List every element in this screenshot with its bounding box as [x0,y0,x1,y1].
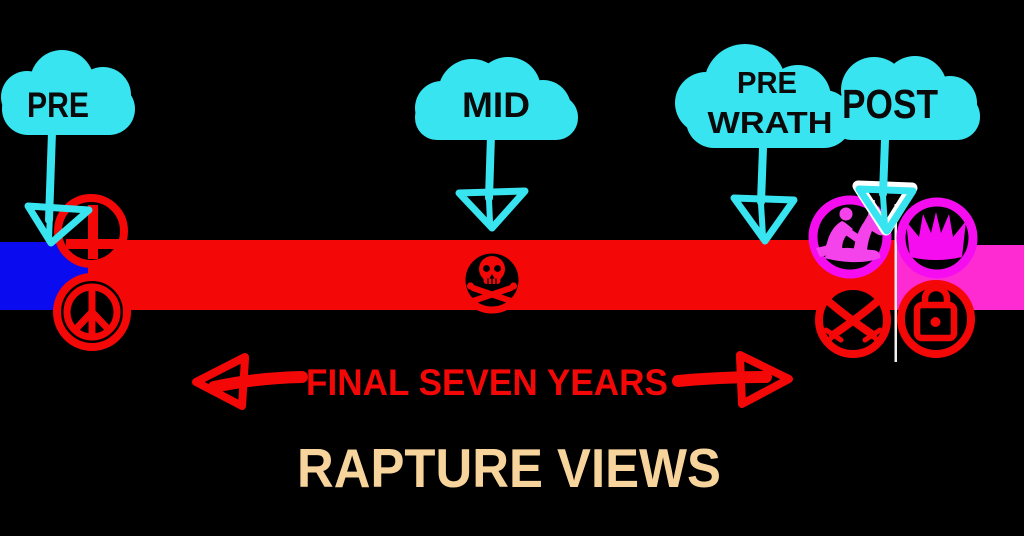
timeline-divider-line [894,204,897,362]
crossed-swords-icon [815,282,891,358]
pre-cloud [1,50,135,135]
skull-crossbones-icon [458,246,526,314]
prewrath-cloud [675,44,852,148]
view-clouds [1,44,980,148]
tribulation-end-icons [815,280,975,358]
post-down-arrow-icon [852,136,918,236]
final-seven-years-span: FINAL SEVEN YEARS [192,351,793,410]
mid-cloud [415,57,578,140]
left-arrow-icon [192,353,308,410]
cloud-pointer-arrows [24,128,918,247]
post-label: POST [842,81,938,127]
post-cloud [829,56,980,140]
mid-label: MID [462,86,530,125]
prewrath-label-line2: WRATH [708,105,833,140]
padlock-icon [897,280,975,358]
pre-down-arrow-icon [24,128,93,247]
peace-icon [53,273,131,351]
inverted-cross-icon [54,194,128,268]
crown-icon [896,197,978,279]
final-seven-years-label: FINAL SEVEN YEARS [306,362,668,403]
view-labels: PRE MID PRE WRATH POST [27,65,938,140]
pre-view-icons [53,194,131,351]
mid-down-arrow-icon [455,131,529,232]
prewrath-label-line1: PRE [737,65,797,100]
prewrath-down-arrow-icon [730,144,798,245]
right-arrow-icon [672,351,793,408]
page-title: RAPTURE VIEWS [297,437,721,499]
pre-label: PRE [27,86,89,125]
rapture-event-icons [808,195,978,279]
